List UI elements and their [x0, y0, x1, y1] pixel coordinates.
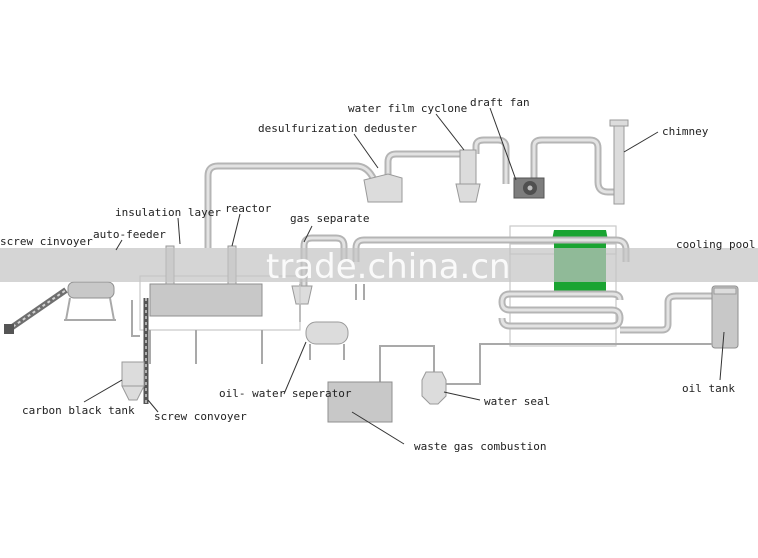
leader-lines	[83, 107, 725, 445]
label-oil-water-seperator: oil- water seperator	[219, 387, 352, 400]
screw-convoyer	[131, 298, 149, 404]
label-draft-fan: draft fan	[470, 96, 530, 109]
label-chimney: chimney	[662, 125, 709, 138]
screw-cinvoyer	[4, 287, 68, 334]
watermark-text: trade.china.cn	[266, 247, 511, 287]
labels: water film cyclone draft fan desulfuriza…	[0, 96, 755, 453]
reactor	[139, 245, 301, 364]
waste-gas-combustion-unit	[327, 381, 393, 423]
label-waste-gas-combustion: waste gas combustion	[414, 440, 546, 453]
label-insulation-layer: insulation layer	[115, 206, 221, 219]
cooling-pool	[498, 225, 624, 347]
carbon-black-tank	[121, 361, 145, 401]
label-carbon-black-tank: carbon black tank	[22, 404, 135, 417]
label-oil-tank: oil tank	[682, 382, 735, 395]
oil-tank	[711, 285, 739, 349]
exhaust-pipeline	[204, 136, 616, 248]
chimney	[609, 119, 629, 205]
water-film-cyclone	[455, 149, 481, 203]
label-screw-cinvoyer: screw cinvoyer	[0, 235, 93, 248]
label-water-film-cyclone: water film cyclone	[348, 102, 467, 115]
label-gas-separate: gas separate	[290, 212, 369, 225]
label-desulfurization-deduster: desulfurization deduster	[258, 122, 417, 135]
label-cooling-pool: cooling pool	[676, 238, 755, 251]
water-seal	[421, 371, 447, 405]
label-screw-convoyer: screw convoyer	[154, 410, 247, 423]
label-reactor: reactor	[225, 202, 272, 215]
label-auto-feeder: auto-feeder	[93, 228, 166, 241]
draft-fan	[513, 177, 545, 199]
water-seal-line	[379, 343, 712, 385]
oil-line	[620, 292, 716, 334]
gas-line	[300, 234, 630, 300]
desulfurization-deduster	[363, 173, 403, 203]
auto-feeder	[64, 281, 116, 321]
watermark-band: trade.china.cn	[0, 247, 758, 287]
label-water-seal: water seal	[484, 395, 550, 408]
